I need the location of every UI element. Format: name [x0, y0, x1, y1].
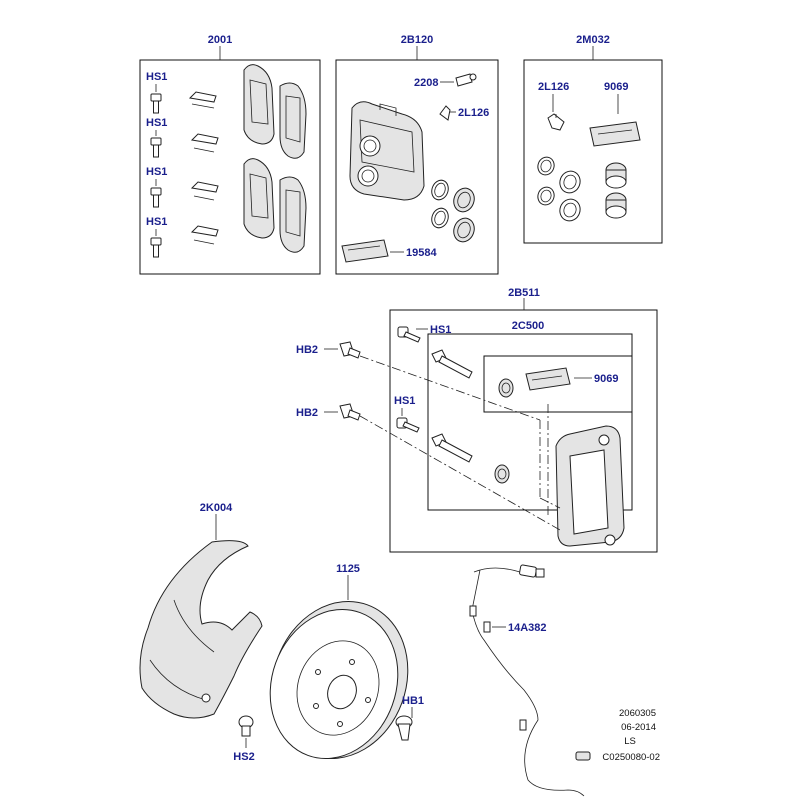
label-hs2[interactable]: HS2	[233, 751, 254, 763]
screw-hb1	[395, 715, 413, 741]
pad-clip-2	[190, 133, 219, 153]
splash-shield	[139, 540, 263, 719]
dust-cap	[439, 105, 451, 121]
label-14a382[interactable]: 14A382	[508, 622, 547, 634]
label-hs1-2[interactable]: HS1	[146, 117, 167, 129]
label-2b120[interactable]: 2B120	[401, 34, 433, 46]
screw-hs2	[238, 715, 254, 737]
bolt-hs1-1	[150, 93, 162, 114]
footer-date: 06-2014	[621, 722, 656, 733]
panel-9069-frame	[483, 355, 633, 413]
footer-model: LS	[624, 736, 636, 747]
label-2c500[interactable]: 2C500	[512, 320, 544, 332]
bolt-hb2-2	[339, 403, 361, 421]
brake-pad-2	[279, 82, 307, 159]
bolt-hs1-mid	[396, 417, 420, 433]
brake-pad-3	[243, 158, 275, 239]
guide-bush-1	[605, 162, 627, 189]
footer-illustration-code: C0250080-02	[602, 752, 660, 763]
panel-2m032: 2M032 2L126 9069	[523, 34, 663, 244]
label-2b511[interactable]: 2B511	[508, 287, 540, 299]
grease-sachet-9069	[589, 121, 641, 147]
panel-2001-frame	[139, 59, 321, 275]
label-hs1-top[interactable]: HS1	[430, 324, 451, 336]
pin-boot-2	[494, 464, 510, 484]
caliper-carrier	[555, 425, 625, 547]
pin-boot-1	[498, 378, 514, 398]
bleed-screw	[455, 73, 477, 87]
label-hb2-1[interactable]: HB2	[296, 344, 318, 356]
guide-bush-2	[605, 192, 627, 219]
panel-2001: 2001 HS1 HS1 HS1 HS1	[139, 34, 321, 275]
piston-2	[453, 217, 475, 243]
seal-ring-1	[537, 156, 555, 176]
seal-ring-3	[537, 186, 555, 206]
label-2k004[interactable]: 2K004	[200, 502, 233, 514]
brake-pad-4	[279, 176, 307, 253]
label-2208[interactable]: 2208	[414, 77, 438, 89]
grease-sachet-9069-b	[525, 367, 571, 391]
footer-diagram-number: 2060305	[619, 708, 656, 719]
guide-pin-2	[431, 433, 473, 463]
brake-pad-1	[243, 64, 275, 145]
seal-ring-4	[559, 198, 581, 222]
brake-disc	[269, 601, 409, 759]
panel-2c500-frame	[427, 333, 633, 511]
document-codes: 2060305 06-2014 LS C0250080-02	[602, 708, 660, 763]
label-hs1-4[interactable]: HS1	[146, 216, 167, 228]
label-hs1-mid[interactable]: HS1	[394, 395, 415, 407]
panel-2b511: 2B511 2C500 HS1 HS1	[359, 287, 658, 553]
label-2l126-caliper[interactable]: 2L126	[458, 107, 489, 119]
label-2001[interactable]: 2001	[208, 34, 232, 46]
label-9069-kit[interactable]: 9069	[604, 81, 628, 93]
label-hs1-1[interactable]: HS1	[146, 71, 167, 83]
label-9069-carrier[interactable]: 9069	[594, 373, 618, 385]
pad-clip-1	[188, 91, 217, 109]
label-hb1[interactable]: HB1	[402, 695, 424, 707]
label-1125[interactable]: 1125	[336, 563, 360, 575]
pad-clip-3	[190, 181, 219, 201]
label-2l126-kit[interactable]: 2L126	[538, 81, 569, 93]
bleed-cap	[547, 113, 565, 131]
label-2m032[interactable]: 2M032	[576, 34, 610, 46]
panel-2b120: 2B120 2208 2L126	[335, 34, 499, 275]
label-hs1-3[interactable]: HS1	[146, 166, 167, 178]
bolt-hs1-top	[397, 326, 421, 343]
bolt-hs1-4	[150, 237, 162, 258]
panel-2b511-frame	[389, 309, 658, 553]
bolt-hs1-2	[150, 137, 162, 158]
bolt-hb2-1	[339, 341, 361, 359]
lubricant-sachet-19584	[341, 239, 389, 263]
wear-sensor-cable	[469, 564, 591, 797]
bolt-hs1-3	[150, 187, 162, 208]
piston-seal-2	[431, 207, 449, 229]
guide-pin-1	[431, 349, 473, 379]
piston-1	[453, 187, 475, 213]
piston-seal-1	[431, 179, 449, 201]
seal-ring-2	[559, 170, 581, 194]
caliper-housing	[349, 101, 425, 201]
label-hb2-2[interactable]: HB2	[296, 407, 318, 419]
label-19584[interactable]: 19584	[406, 247, 437, 259]
pad-clip-4	[190, 225, 219, 245]
